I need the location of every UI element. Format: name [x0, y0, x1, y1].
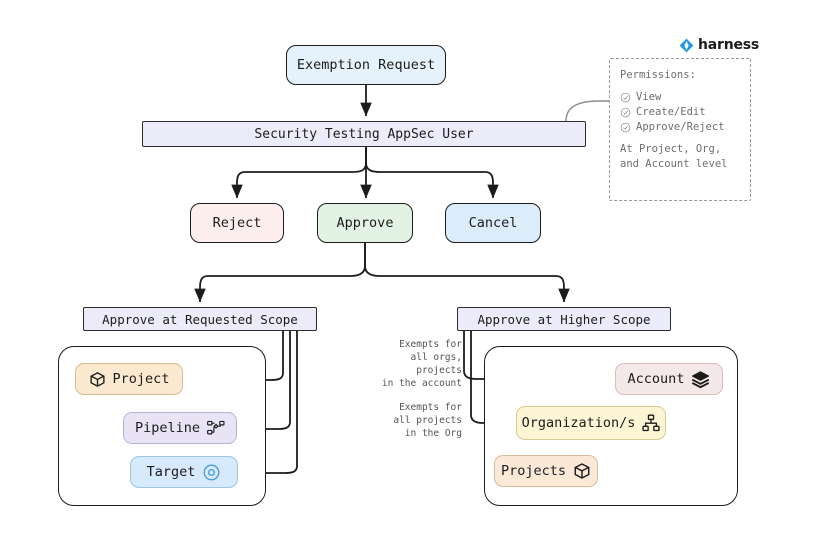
node-cancel[interactable]: Cancel — [445, 203, 541, 243]
permissions-note: Permissions: View Create/Edit — [609, 58, 751, 201]
chip-organizations[interactable]: Organization/s — [516, 406, 666, 440]
edge-label-line3: in the Org — [404, 428, 462, 440]
edge-label-line3: in the account — [381, 378, 462, 390]
permission-label: Create/Edit — [636, 105, 706, 118]
node-approve-requested-scope[interactable]: Approve at Requested Scope — [83, 307, 317, 331]
edge-label-line1: Exempts for — [399, 339, 462, 350]
node-approve-higher-scope[interactable]: Approve at Higher Scope — [457, 307, 671, 331]
chip-label: Target — [146, 464, 196, 480]
chip-target[interactable]: Target — [130, 456, 238, 488]
check-circle-icon — [620, 122, 631, 133]
permission-item-view: View — [620, 90, 740, 105]
edge-label-line2: all orgs, projects — [410, 352, 462, 377]
permission-label: View — [636, 90, 662, 103]
node-label: Approve — [336, 215, 394, 231]
check-circle-icon — [620, 92, 631, 103]
harness-logo: harness — [679, 37, 759, 53]
chip-label: Account — [627, 371, 685, 387]
chip-label: Project — [112, 371, 170, 387]
harness-diamond-icon — [679, 38, 694, 53]
node-label: Approve at Requested Scope — [102, 311, 298, 327]
edge-label-line2: all projects — [393, 415, 462, 427]
node-label: Approve at Higher Scope — [477, 311, 651, 327]
node-appsec-user[interactable]: Security Testing AppSec User — [142, 121, 586, 147]
spacer — [620, 83, 740, 90]
harness-wordmark: harness — [698, 37, 760, 53]
edge-label-org-exempt: Exempts for all projects in the Org — [372, 401, 462, 440]
chip-projects[interactable]: Projects — [494, 455, 598, 487]
permission-item-approve-reject: Approve/Reject — [620, 120, 740, 135]
node-approve[interactable]: Approve — [317, 203, 413, 243]
check-circle-icon — [620, 107, 631, 118]
permissions-footer-line2: and Account level — [620, 157, 728, 170]
spacer — [620, 135, 740, 142]
chip-label: Organization/s — [521, 415, 636, 431]
node-exemption-request[interactable]: Exemption Request — [286, 45, 446, 85]
node-label: Cancel — [468, 215, 518, 231]
permission-label: Approve/Reject — [636, 120, 725, 133]
edge-label-account-exempt: Exempts for all orgs, projects in the ac… — [372, 338, 462, 390]
pipeline-icon — [207, 420, 225, 436]
layers-icon — [691, 370, 710, 389]
chip-label: Projects — [500, 463, 567, 479]
cube-icon — [89, 371, 106, 388]
permissions-footer-line1: At Project, Org, — [620, 142, 722, 155]
chip-label: Pipeline — [134, 420, 201, 436]
node-label: Exemption Request — [296, 57, 436, 73]
chip-pipeline[interactable]: Pipeline — [123, 412, 237, 444]
edge-label-line1: Exempts for — [399, 402, 462, 413]
permission-item-create-edit: Create/Edit — [620, 105, 740, 120]
chip-project[interactable]: Project — [75, 363, 183, 395]
target-icon — [202, 463, 221, 482]
chip-account[interactable]: Account — [615, 363, 723, 395]
node-label: Reject — [212, 215, 262, 231]
hierarchy-icon — [642, 414, 661, 432]
node-reject[interactable]: Reject — [190, 203, 284, 243]
cube-icon — [573, 462, 591, 480]
permissions-title: Permissions: — [620, 69, 696, 81]
node-label: Security Testing AppSec User — [254, 126, 474, 142]
